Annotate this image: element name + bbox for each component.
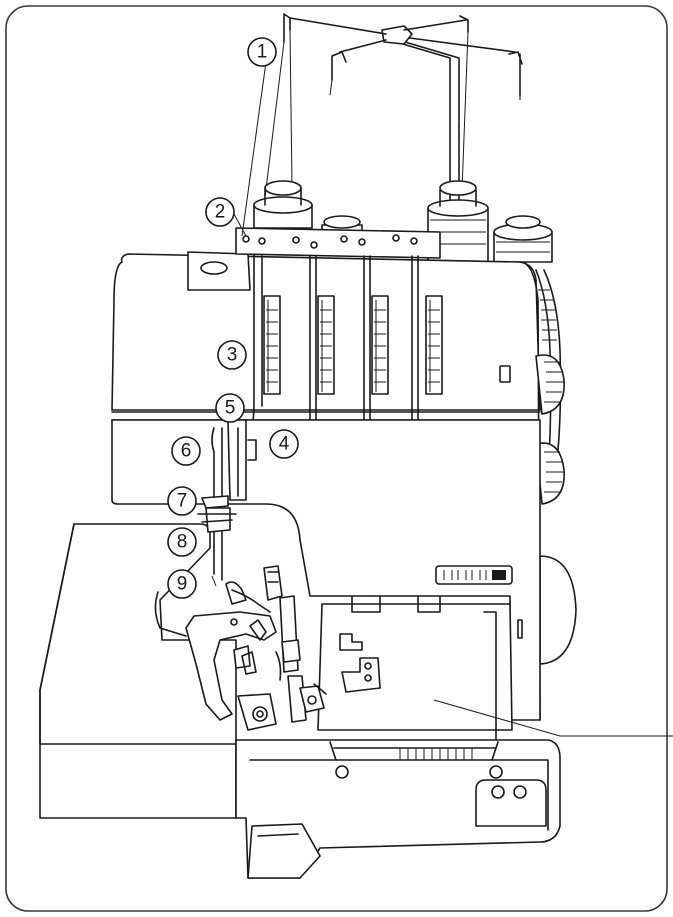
callout-5: 5 [215, 393, 245, 423]
callout-2-label: 2 [215, 202, 226, 223]
frame-border [5, 5, 668, 912]
callout-3: 3 [217, 340, 247, 370]
thread-cones [253, 180, 553, 263]
callout-9: 9 [167, 569, 197, 599]
free-arm-bed [39, 523, 237, 819]
front-cover [317, 595, 673, 741]
callout-3-label: 3 [227, 345, 238, 366]
callout-9-label: 9 [177, 574, 188, 595]
callout-8-label: 8 [177, 532, 188, 553]
needle-area [154, 419, 327, 731]
callout-2: 2 [205, 197, 235, 227]
callout-leaders [233, 61, 267, 237]
callout-7: 7 [167, 486, 197, 516]
callout-4: 4 [269, 429, 299, 459]
lower-housing [111, 419, 541, 721]
callout-1: 1 [247, 37, 277, 67]
base-tray [235, 739, 561, 879]
callout-6: 6 [171, 436, 201, 466]
callout-4-label: 4 [279, 434, 290, 455]
callout-8: 8 [167, 527, 197, 557]
callout-5-label: 5 [225, 398, 236, 419]
callout-1-label: 1 [257, 42, 268, 63]
side-thread-tubes [535, 269, 577, 665]
callout-7-label: 7 [177, 491, 188, 512]
callout-6-label: 6 [181, 441, 192, 462]
